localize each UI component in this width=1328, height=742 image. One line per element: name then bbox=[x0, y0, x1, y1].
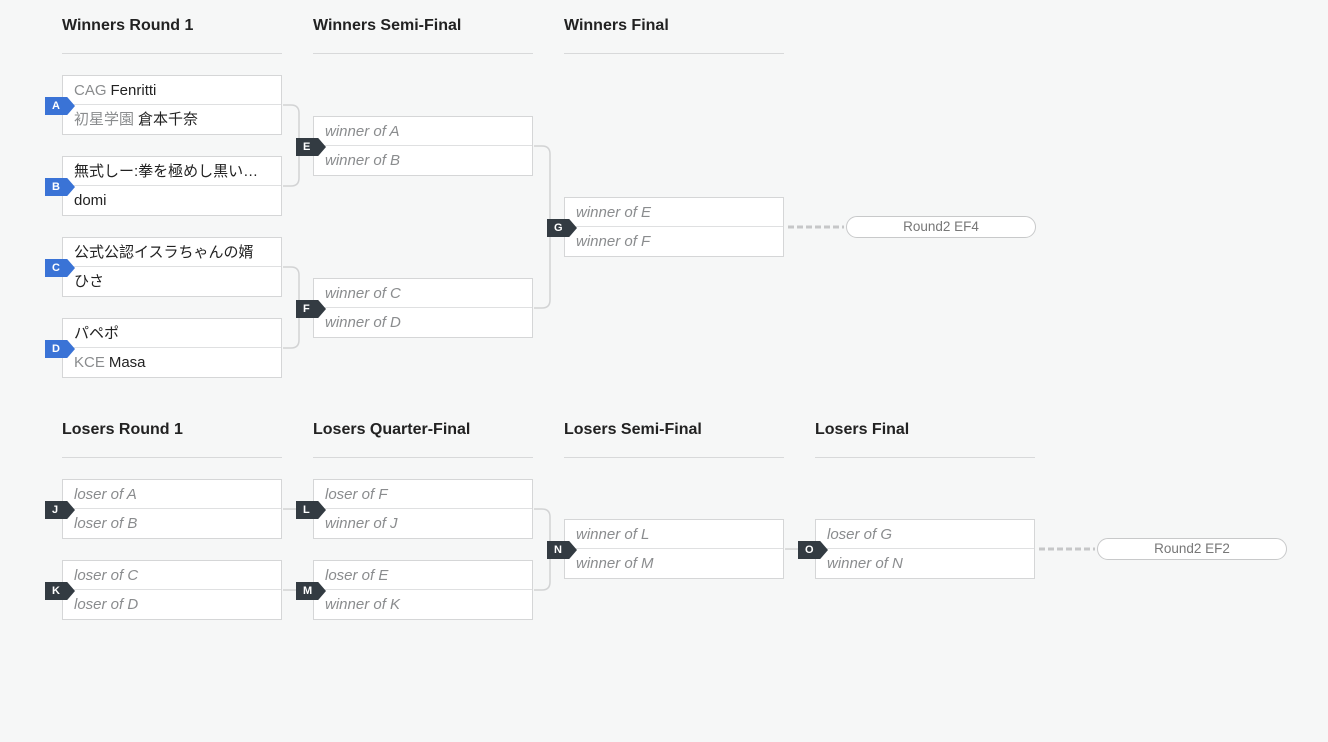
match-g-slot-bottom: winner of F bbox=[576, 233, 651, 250]
match-e-slot-bottom: winner of B bbox=[325, 152, 401, 169]
match-e-slot-top: winner of A bbox=[314, 117, 532, 146]
match-l[interactable]: L loser of F winner of J bbox=[296, 479, 533, 539]
match-n-slot-bottom: winner of M bbox=[576, 555, 654, 572]
match-c-player-top[interactable]: 公式公認イスラちゃんの婿 bbox=[63, 238, 281, 267]
match-label-o: O bbox=[798, 541, 828, 559]
header-losers-semi: Losers Semi-Final bbox=[564, 404, 784, 458]
match-label-b: B bbox=[45, 178, 75, 196]
match-j-slot-bottom: loser of B bbox=[74, 515, 138, 532]
match-f-slot-bottom: winner of D bbox=[325, 314, 401, 331]
match-j-slot-top: loser of A bbox=[63, 480, 281, 509]
match-n[interactable]: N winner of L winner of M bbox=[547, 519, 784, 579]
match-o[interactable]: O loser of G winner of N bbox=[798, 519, 1035, 579]
header-winners-final: Winners Final bbox=[564, 0, 784, 54]
match-m-slot-top: loser of E bbox=[314, 561, 532, 590]
match-g[interactable]: G winner of E winner of F bbox=[547, 197, 784, 257]
header-winners-round1: Winners Round 1 bbox=[62, 0, 282, 54]
match-n-slot-top: winner of L bbox=[565, 520, 783, 549]
match-d-player-top[interactable]: パペポ bbox=[63, 319, 281, 348]
match-a-player-bottom[interactable]: 初星学園倉本千奈 bbox=[63, 105, 281, 134]
match-label-n: N bbox=[547, 541, 577, 559]
match-label-m: M bbox=[296, 582, 326, 600]
match-g-slot-top: winner of E bbox=[565, 198, 783, 227]
match-o-slot-top: loser of G bbox=[816, 520, 1034, 549]
header-losers-round1: Losers Round 1 bbox=[62, 404, 282, 458]
match-k[interactable]: K loser of C loser of D bbox=[45, 560, 282, 620]
match-label-c: C bbox=[45, 259, 75, 277]
match-label-k: K bbox=[45, 582, 75, 600]
match-label-g: G bbox=[547, 219, 577, 237]
match-label-l: L bbox=[296, 501, 326, 519]
match-c-player-bottom[interactable]: ひさ bbox=[74, 273, 105, 290]
match-e[interactable]: E winner of A winner of B bbox=[296, 116, 533, 176]
header-losers-quarter: Losers Quarter-Final bbox=[313, 404, 533, 458]
match-j[interactable]: J loser of A loser of B bbox=[45, 479, 282, 539]
result-losers-link[interactable]: Round2 EF2 bbox=[1097, 538, 1287, 560]
match-b[interactable]: B 無式しー:拳を極めし黒い… domi bbox=[45, 156, 282, 216]
match-f[interactable]: F winner of C winner of D bbox=[296, 278, 533, 338]
match-m[interactable]: M loser of E winner of K bbox=[296, 560, 533, 620]
player-name: 倉本千奈 bbox=[138, 111, 199, 128]
match-o-slot-bottom: winner of N bbox=[827, 555, 903, 572]
player-name: Fenritti bbox=[110, 82, 157, 99]
match-m-slot-bottom: winner of K bbox=[325, 596, 401, 613]
match-k-slot-top: loser of C bbox=[63, 561, 281, 590]
match-label-j: J bbox=[45, 501, 75, 519]
result-winners-link[interactable]: Round2 EF4 bbox=[846, 216, 1036, 238]
team-prefix: CAG bbox=[74, 82, 107, 99]
match-l-slot-bottom: winner of J bbox=[325, 515, 398, 532]
match-l-slot-top: loser of F bbox=[314, 480, 532, 509]
match-c[interactable]: C 公式公認イスラちゃんの婿 ひさ bbox=[45, 237, 282, 297]
match-label-a: A bbox=[45, 97, 75, 115]
match-b-player-bottom[interactable]: domi bbox=[74, 192, 107, 209]
match-b-player-top[interactable]: 無式しー:拳を極めし黒い… bbox=[63, 157, 281, 186]
match-f-slot-top: winner of C bbox=[314, 279, 532, 308]
header-losers-final: Losers Final bbox=[815, 404, 1035, 458]
match-label-f: F bbox=[296, 300, 326, 318]
match-label-e: E bbox=[296, 138, 326, 156]
header-winners-semi: Winners Semi-Final bbox=[313, 0, 533, 54]
team-prefix: KCE bbox=[74, 354, 105, 371]
match-label-d: D bbox=[45, 340, 75, 358]
match-k-slot-bottom: loser of D bbox=[74, 596, 139, 613]
player-name: Masa bbox=[108, 354, 146, 371]
team-prefix: 初星学園 bbox=[74, 111, 135, 128]
